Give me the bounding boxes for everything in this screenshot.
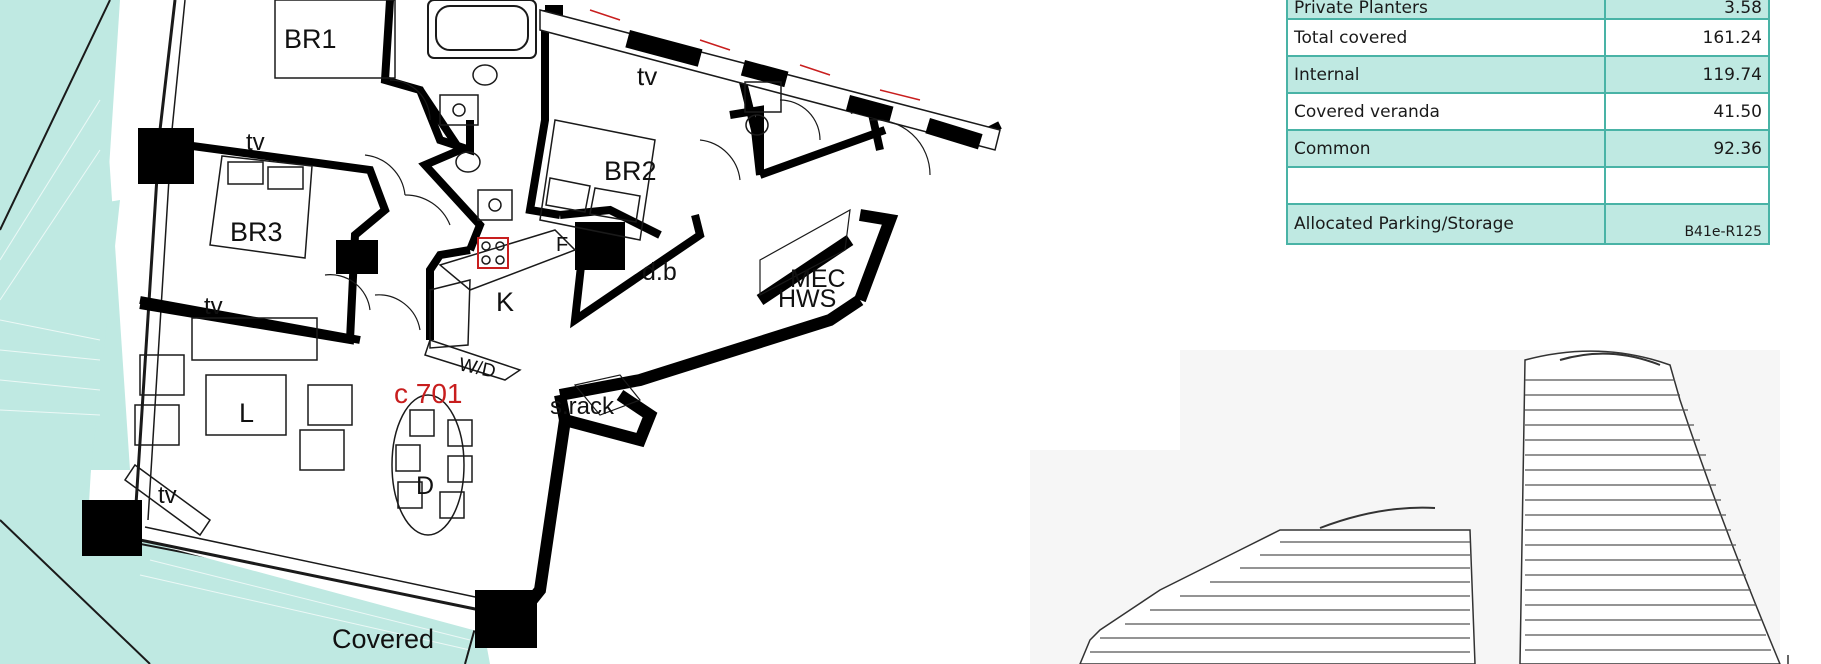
row-label: Allocated Parking/Storage xyxy=(1286,203,1606,245)
room-label-kitchen: K xyxy=(496,287,514,317)
mec-label: MEC xyxy=(790,265,846,293)
thick-walls xyxy=(139,0,1002,345)
kitchen-fixtures xyxy=(424,229,577,381)
outer-wall-bottom-inner xyxy=(144,526,481,599)
tv-label-living: tv xyxy=(158,482,177,509)
table-row: Internal 119.74 xyxy=(1286,55,1770,94)
row-value: 41.50 xyxy=(1604,92,1770,131)
table-row: Common 92.36 xyxy=(1286,129,1770,168)
row-label xyxy=(1286,166,1606,205)
row-label: Internal xyxy=(1286,55,1606,94)
row-label: Private Planters xyxy=(1286,0,1606,20)
terrace-guide-lines xyxy=(0,99,471,651)
row-value: 92.36 xyxy=(1604,129,1770,168)
db-label: d.b xyxy=(642,258,677,286)
room-label-br3: BR3 xyxy=(230,217,283,247)
building-elevation xyxy=(1030,350,1789,664)
apartment-floor xyxy=(140,0,1000,640)
area-schedule-table: Private Planters 3.58 Total covered 161.… xyxy=(1286,0,1770,245)
table-row: Allocated Parking/Storage B41e-R125 xyxy=(1286,203,1770,245)
bed-br2 xyxy=(539,119,656,241)
tv-label-br3-top: tv xyxy=(246,129,265,156)
ski-rack-label: s.rack xyxy=(550,393,615,420)
facade-strip xyxy=(539,9,1001,151)
row-value: 161.24 xyxy=(1604,18,1770,57)
apartment-code: c 701 xyxy=(394,378,463,409)
covered-label: Covered xyxy=(332,624,434,654)
hws-label: HWS xyxy=(778,285,836,313)
row-label: Common xyxy=(1286,129,1606,168)
row-value: 3.58 xyxy=(1604,0,1770,20)
row-value xyxy=(1604,166,1770,205)
living-furniture xyxy=(123,317,353,537)
room-label-br2: BR2 xyxy=(604,156,657,186)
room-label-dining: D xyxy=(416,472,434,500)
structural-columns xyxy=(82,5,625,648)
tv-label-br3-bottom: tv xyxy=(204,293,223,320)
bed-br3 xyxy=(209,155,313,259)
outer-wall-bottom xyxy=(139,538,481,612)
terrace-outline xyxy=(0,0,151,664)
room-label-br1: BR1 xyxy=(284,24,337,54)
bathtub xyxy=(427,0,537,59)
bathroom-fixtures xyxy=(439,64,782,221)
fridge-label: F xyxy=(556,234,568,256)
table-row: Covered veranda 41.50 xyxy=(1286,92,1770,131)
table-row: Total covered 161.24 xyxy=(1286,18,1770,57)
door-swings xyxy=(324,79,931,416)
terrace-left-strip xyxy=(0,0,120,520)
row-label: Total covered xyxy=(1286,18,1606,57)
dining-set xyxy=(391,394,473,536)
row-label: Covered veranda xyxy=(1286,92,1606,131)
table-row: Private Planters 3.58 xyxy=(1286,0,1770,20)
row-value: B41e-R125 xyxy=(1604,203,1770,245)
bed-br1 xyxy=(274,0,396,79)
row-value: 119.74 xyxy=(1604,55,1770,94)
room-label-living: L xyxy=(239,398,254,428)
tv-label-br1: tv xyxy=(637,61,657,91)
table-row xyxy=(1286,166,1770,205)
